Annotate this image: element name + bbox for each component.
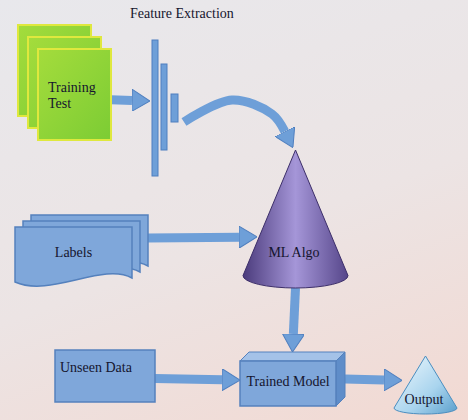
flow-arrow (184, 100, 285, 132)
flow-arrow (155, 379, 222, 380)
document-stack: Training Test (18, 25, 111, 140)
output-cone: Output (394, 356, 457, 414)
data-box: Unseen Data (55, 350, 155, 402)
feature-extraction-bars: Feature Extraction (148, 38, 184, 178)
label-documents: Labels (15, 215, 148, 292)
algorithm-cone: ML Algo (243, 150, 348, 288)
node-label: Trained Model (240, 374, 336, 390)
flow-arrow (293, 288, 295, 334)
flow-arrow (345, 375, 384, 385)
feature-extraction-bars (148, 38, 184, 178)
model-box: Trained Model (240, 352, 345, 406)
node-label: Output (394, 392, 454, 408)
node-label: Feature Extraction (130, 6, 234, 22)
node-label: Unseen Data (60, 360, 132, 376)
algorithm-cone (243, 150, 348, 288)
node-label: ML Algo (243, 245, 345, 261)
node-label: Labels (15, 245, 132, 261)
flow-arrow (148, 233, 239, 243)
data-box (55, 350, 155, 402)
flow-arrow (111, 95, 132, 105)
node-label: Training Test (48, 80, 108, 112)
